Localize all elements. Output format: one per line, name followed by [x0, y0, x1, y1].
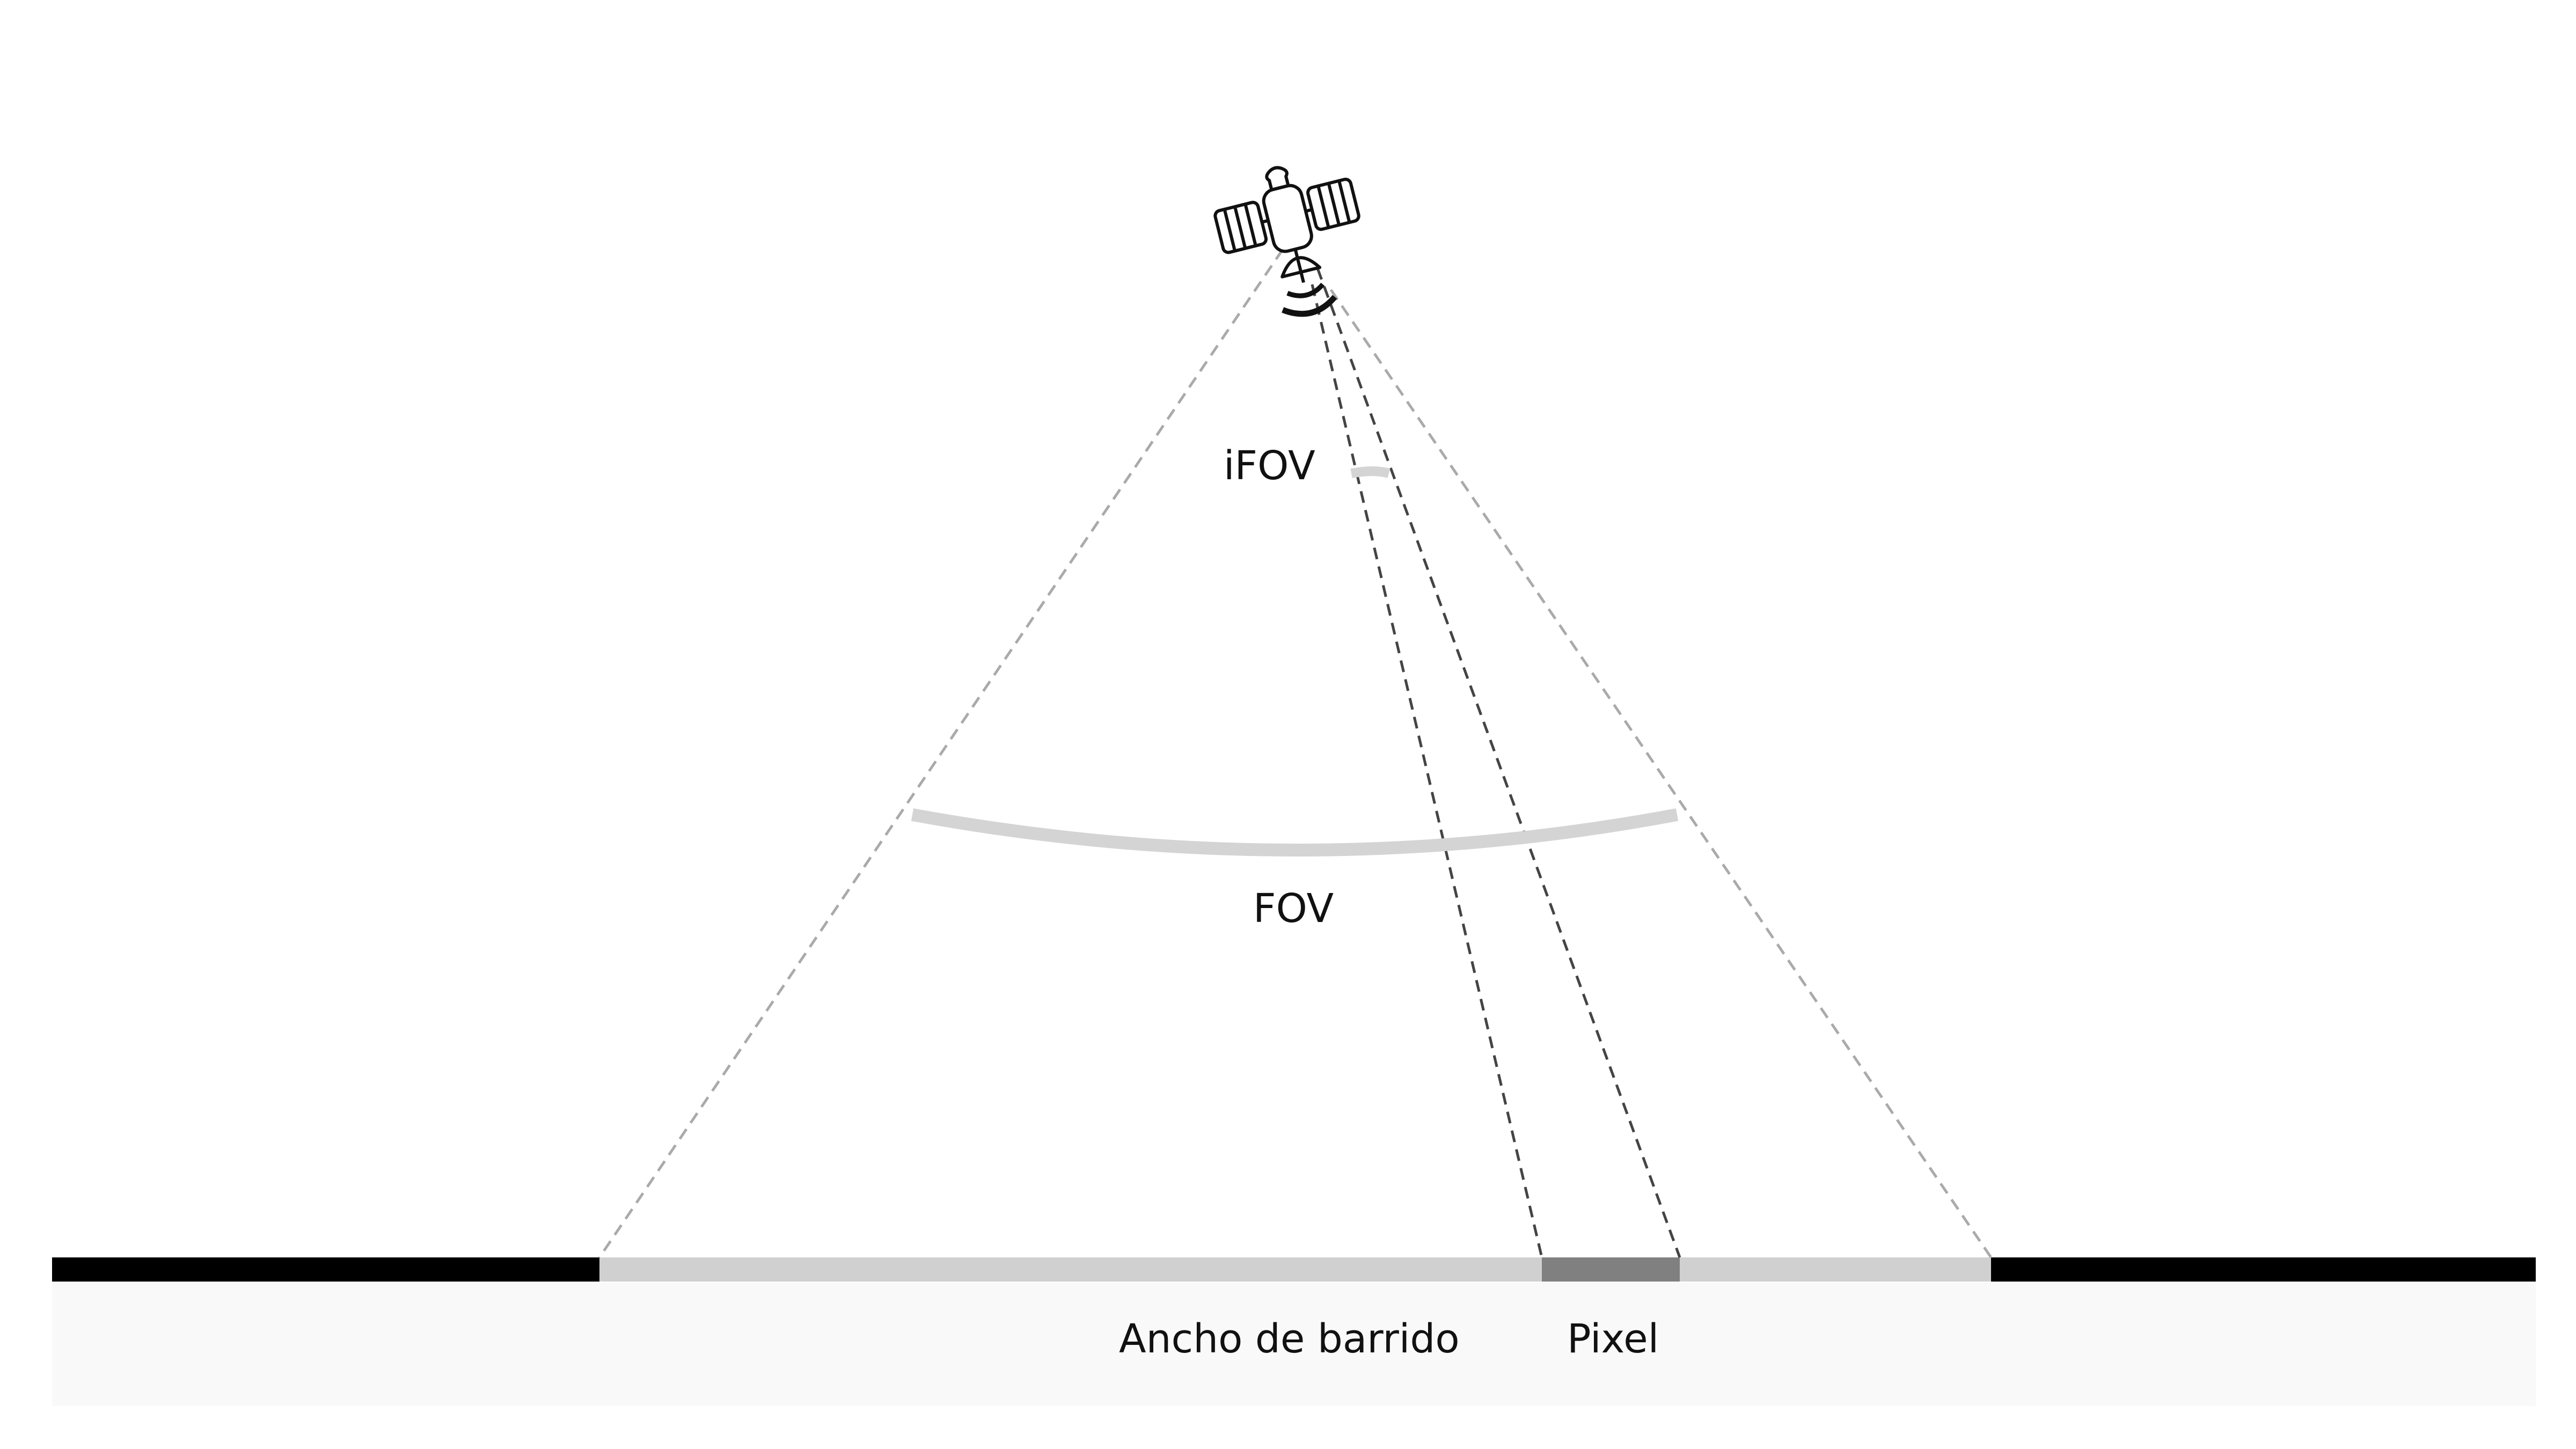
- ifov-line-left: [1311, 284, 1543, 1258]
- fov-label: FOV: [1253, 885, 1334, 932]
- fov-line-left: [598, 248, 1284, 1258]
- satellite-icon: [1213, 166, 1360, 317]
- swath-bar: [599, 1257, 1991, 1282]
- fov-line-right: [1329, 289, 1993, 1258]
- subsurface-band: [52, 1283, 2536, 1406]
- ground-left: [52, 1257, 599, 1282]
- ifov-line-right: [1316, 268, 1681, 1258]
- ifov-label: iFOV: [1224, 443, 1315, 489]
- fov-arc: [911, 808, 1679, 857]
- ground-right: [1991, 1257, 2536, 1282]
- pixel-bar: [1542, 1257, 1680, 1282]
- ifov-arc: [1350, 466, 1391, 478]
- pixel-label: Pixel: [1567, 1316, 1659, 1362]
- swath-label: Ancho de barrido: [1119, 1316, 1460, 1362]
